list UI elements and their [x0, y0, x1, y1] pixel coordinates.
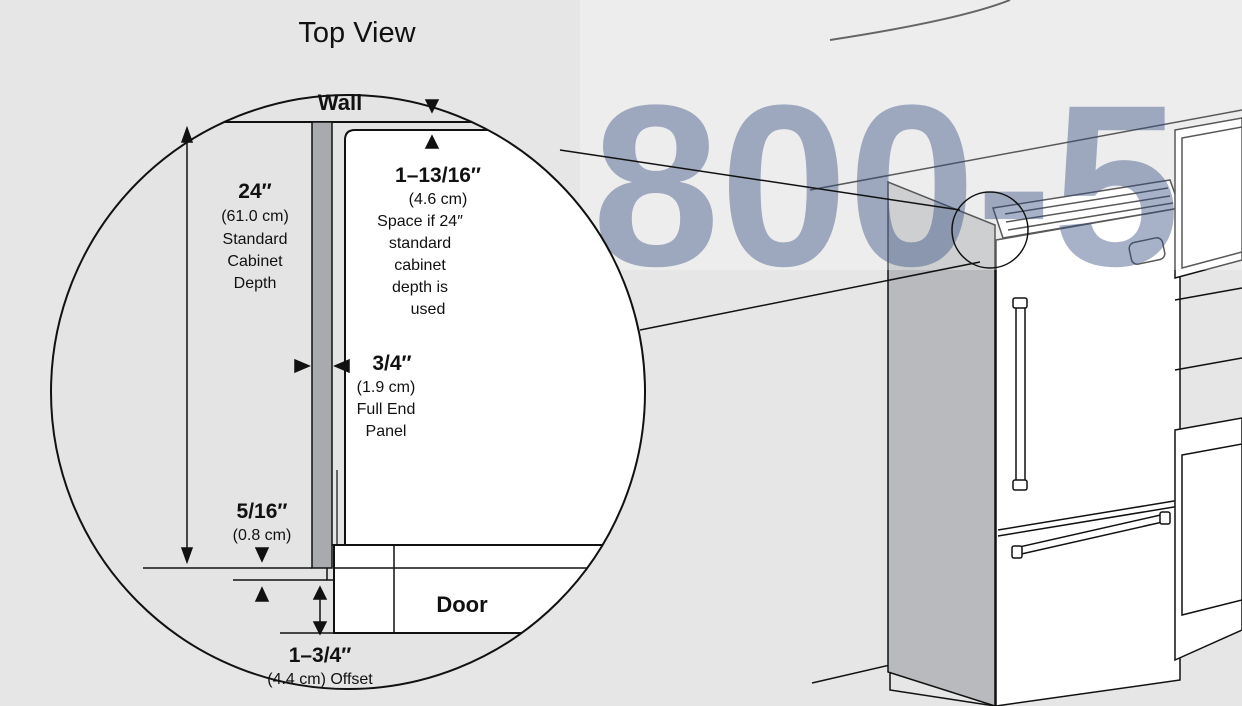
gap-metric: (0.8 cm) — [233, 527, 292, 544]
space-desc-4: depth is — [392, 279, 448, 296]
connector-line-bottom — [639, 261, 981, 331]
gap-value: 5/16″ — [237, 500, 288, 523]
offset-value: 1–3/4″ — [289, 644, 352, 667]
detail-circle — [951, 191, 1029, 269]
panel-desc-1: Full End — [357, 401, 416, 418]
panel-value: 3/4″ — [372, 352, 411, 375]
depth-desc-3: Depth — [234, 275, 277, 292]
end-panel — [311, 121, 333, 569]
watermark-text: 800-5 — [592, 57, 1180, 314]
offset-annotation: 1–3/4″ (4.4 cm) Offset — [267, 644, 373, 688]
watermark: 800-5 — [580, 0, 1242, 314]
space-value: 1–13/16″ — [395, 164, 481, 187]
door-label: Door — [436, 592, 488, 617]
space-metric: (4.6 cm) — [409, 191, 468, 208]
offset-metric: (4.4 cm) Offset — [267, 671, 373, 688]
depth-annotation: 24″ (61.0 cm) Standard Cabinet Depth — [221, 180, 289, 292]
refrigerator-illustration — [809, 109, 1242, 706]
wall-label: Wall — [318, 90, 362, 115]
gap-annotation: 5/16″ (0.8 cm) — [233, 500, 292, 544]
dimension-lines — [143, 99, 440, 636]
connector-line-top — [559, 149, 961, 211]
panel-desc-2: Panel — [366, 423, 407, 440]
depth-value: 24″ — [238, 180, 271, 203]
space-desc-5: used — [411, 301, 446, 318]
depth-desc-2: Cabinet — [227, 253, 283, 270]
panel-metric: (1.9 cm) — [357, 379, 416, 396]
depth-desc-1: Standard — [223, 231, 288, 248]
space-annotation: 1–13/16″ (4.6 cm) Space if 24″ standard … — [377, 164, 481, 318]
depth-metric: (61.0 cm) — [221, 208, 289, 225]
space-desc-3: cabinet — [394, 257, 446, 274]
space-desc-2: standard — [389, 235, 451, 252]
diagram-title: Top View — [298, 17, 416, 49]
space-desc-1: Space if 24″ — [377, 213, 463, 230]
panel-annotation: 3/4″ (1.9 cm) Full End Panel — [357, 352, 416, 440]
top-view-circle — [50, 94, 646, 690]
